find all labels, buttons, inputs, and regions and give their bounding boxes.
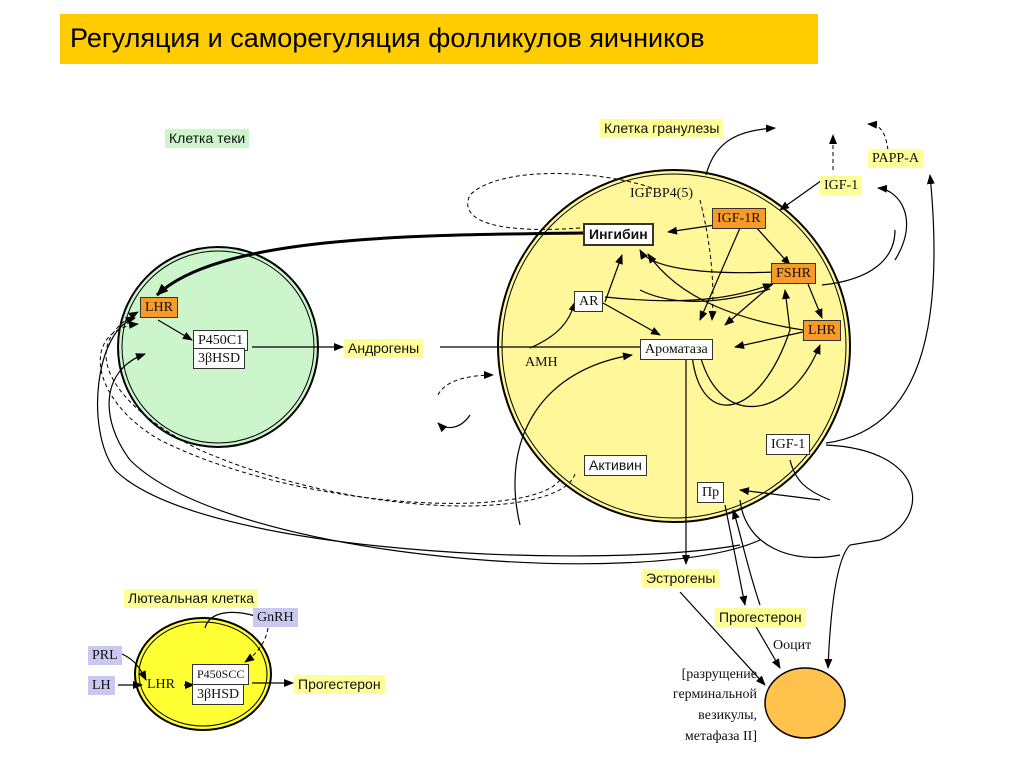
line-fshr-long xyxy=(821,229,896,286)
arrow-progesterone-to-oocyte xyxy=(754,624,781,669)
arrow-igf1-to-igf1r xyxy=(779,177,826,211)
page-title: Регуляция и саморегуляция фолликулов яич… xyxy=(70,23,705,53)
lhr-theca-box: LHR xyxy=(140,297,178,318)
arrow-pr-loop xyxy=(789,459,831,501)
androgens-label: Андрогены xyxy=(344,339,424,358)
oocyte-label: Ооцит xyxy=(773,638,812,653)
arrow-loop2-to-lhr xyxy=(108,353,761,565)
arrow-pr-to-progesterone xyxy=(724,504,748,606)
arrow-ar-to-aromatase xyxy=(602,302,661,336)
lh-label: LH xyxy=(88,676,115,695)
arrow-ar-to-inhibin xyxy=(604,254,623,303)
activin-box: Активин xyxy=(584,455,647,476)
arrow-lhr-to-p450 xyxy=(157,319,193,341)
arrow-fshr-to-lhr xyxy=(807,283,823,319)
arrow-prl-to-lhr xyxy=(121,653,147,681)
lhr-luteal-label: LHR xyxy=(147,677,175,692)
igf1-inside-box: IGF-1 xyxy=(766,434,811,455)
gnrh-label: GnRH xyxy=(253,608,298,627)
arrow-igf1-loop-to-igf1 xyxy=(877,184,908,261)
dashed-activin-to-lhr xyxy=(105,311,576,507)
inhibin-box: Ингибин xyxy=(583,223,654,246)
arrow-igf1r-to-inhibin xyxy=(667,224,716,235)
arrow-lhr-to-inhibin xyxy=(647,253,804,331)
line-gnrh-loop xyxy=(204,611,256,629)
arrow-left-loop xyxy=(437,414,471,433)
granulosa-cell-label: Клетка гранулезы xyxy=(600,119,724,138)
papp-a-label: PAPP-A xyxy=(868,149,923,168)
arrow-lhr-to-aromatase xyxy=(734,331,804,349)
arrow-fshr-to-inhibin xyxy=(639,249,776,274)
arrow-igf1r-to-fshr xyxy=(754,225,791,266)
arrow-granulosa-top xyxy=(705,124,776,176)
p450scc-box: P450SCC xyxy=(192,664,250,685)
pr-box: Пр xyxy=(697,482,725,503)
igfbp4-label: IGFBP4(5) xyxy=(630,186,694,201)
prl-label: PRL xyxy=(88,646,122,665)
igf1-outside-label: IGF-1 xyxy=(820,176,863,195)
dashed-papp-up xyxy=(867,120,889,151)
granulosa-cell-inner-ring xyxy=(501,173,847,519)
arrow-big-loop-to-lhr xyxy=(97,316,741,557)
line-fshr-outer-loop xyxy=(639,288,771,302)
arrow-aromatase-loop xyxy=(691,289,791,406)
title-bar: Регуляция и саморегуляция фолликулов яич… xyxy=(60,14,818,64)
gvbd-line-1: [разрущение xyxy=(681,667,757,682)
theca-cell-label: Клетка теки xyxy=(165,129,250,148)
progesterone-granulosa-label: Прогестерон xyxy=(715,608,806,627)
arrow-igf1-in-to-pr xyxy=(739,487,821,501)
progesterone-luteal-label: Прогестерон xyxy=(294,675,385,694)
arrow-igf1-out-to-papp xyxy=(825,174,935,444)
dashed-left-loop xyxy=(437,371,494,396)
gvbd-line-2: герминальной xyxy=(672,687,757,702)
dashed-gnrh-to-p450scc xyxy=(244,627,269,663)
arrow-fshr-to-aromatase xyxy=(724,281,776,326)
hsd-theca-box: 3βHSD xyxy=(193,348,246,369)
luteal-cell-label: Лютеальная клетка xyxy=(124,589,259,608)
dashed-activin-to-lhr-2 xyxy=(99,320,561,504)
gvbd-line-4: метафаза II] xyxy=(684,729,757,744)
oocyte-ellipse xyxy=(764,667,846,739)
arrow-inhibin-to-lhr xyxy=(155,231,584,297)
arrow-estrogens-to-oocyte xyxy=(679,591,766,686)
arrow-activin-to-aromatase xyxy=(514,352,633,526)
estrogens-label: Эстрогены xyxy=(642,569,720,588)
arrow-igf1r-to-aromatase xyxy=(699,227,741,321)
dashed-igfbp-to-aromatase xyxy=(699,199,717,321)
hsd-luteal-box: 3βHSD xyxy=(192,684,245,705)
amh-label: АМН xyxy=(525,355,558,370)
lhr-granulosa-box: LHR xyxy=(803,320,841,341)
arrow-amh-to-ar xyxy=(529,301,577,349)
aromatase-box: Ароматаза xyxy=(640,339,713,360)
gvbd-line-3: везикулы, xyxy=(698,708,757,723)
arrow-loop-to-oocyte xyxy=(824,444,913,669)
arrow-progesterone-to-pr xyxy=(732,509,761,606)
ar-box: AR xyxy=(574,291,604,312)
arrow-aromatase-loop2 xyxy=(699,344,821,407)
fshr-box: FSHR xyxy=(771,263,817,284)
line-pr-to-oocyte xyxy=(739,499,841,559)
igf1r-box: IGF-1R xyxy=(712,208,766,229)
